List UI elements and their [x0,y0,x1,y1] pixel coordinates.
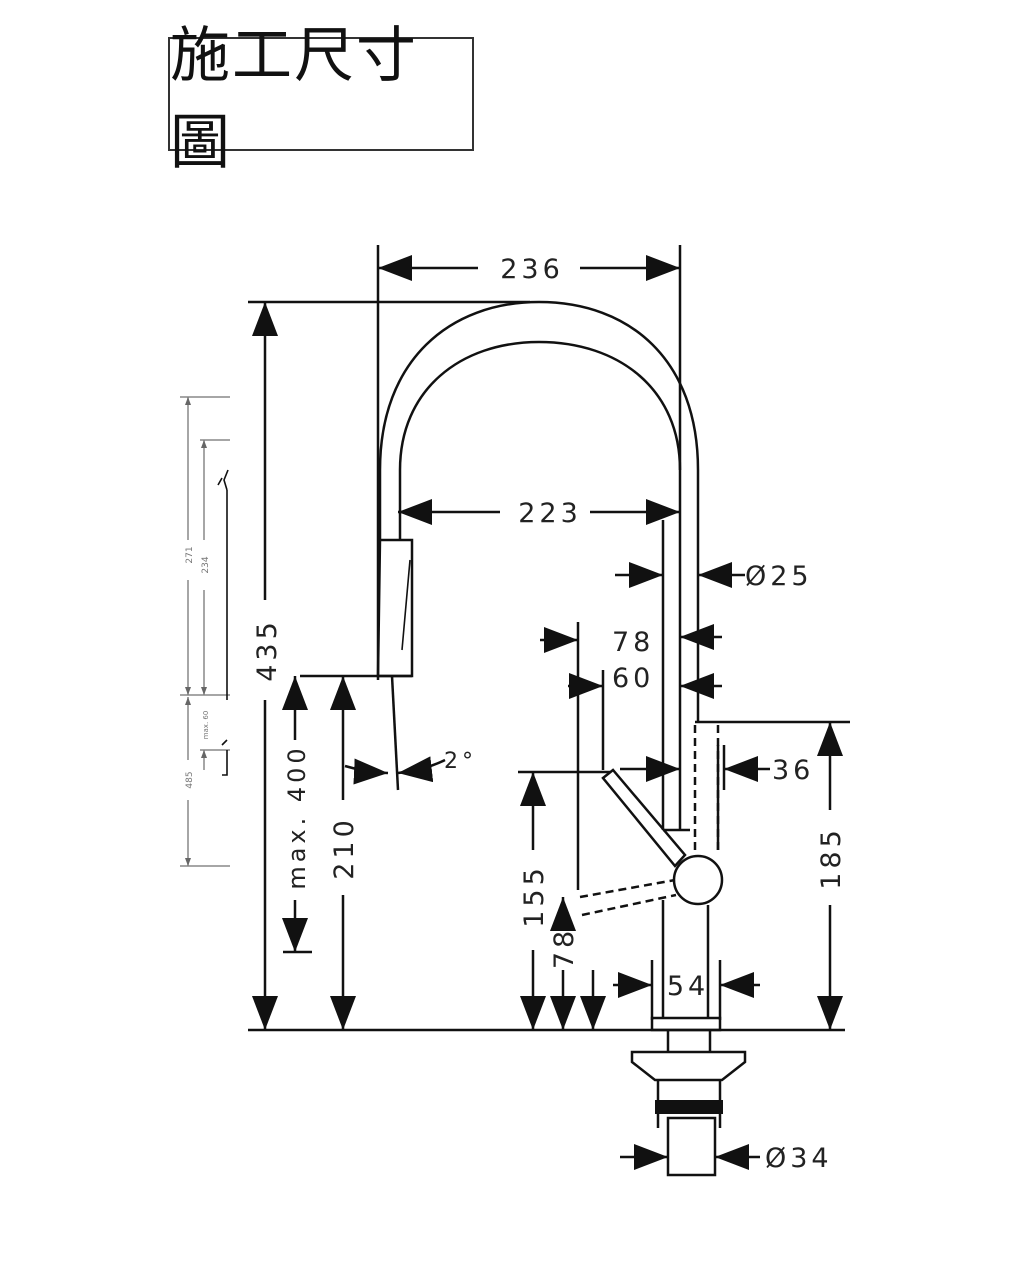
dim-155: 155 [519,864,550,928]
dim-angle: 2° [444,749,477,774]
spray-head [300,538,414,678]
side-view-hose: 271 234 max. 60 485 [180,396,230,867]
dim-78-lever: 78 [612,627,654,658]
dim-223: 223 [518,498,582,529]
dim-max-400: max. 400 [283,744,311,889]
dim-236: 236 [500,254,564,285]
spout [378,300,700,830]
dim-185: 185 [816,826,847,890]
dim-78-low: 78 [549,927,580,969]
dim-210: 210 [329,816,360,880]
mounting-assembly [630,1016,747,1177]
dim-60-lever: 60 [612,663,654,694]
dim-36: 36 [772,755,814,786]
dim-435: 435 [252,618,283,682]
dim-d25: Ø25 [745,561,813,592]
dim-234: 234 [201,556,211,573]
dim-54: 54 [667,971,709,1002]
drawing-title: 施工尺寸圖 [170,21,418,178]
dim-271: 271 [185,546,195,563]
title-box: 施工尺寸圖 [168,21,474,178]
dim-485: 485 [185,771,195,788]
dim-max-60: max. 60 [202,711,210,740]
dim-d34: Ø34 [765,1143,833,1174]
